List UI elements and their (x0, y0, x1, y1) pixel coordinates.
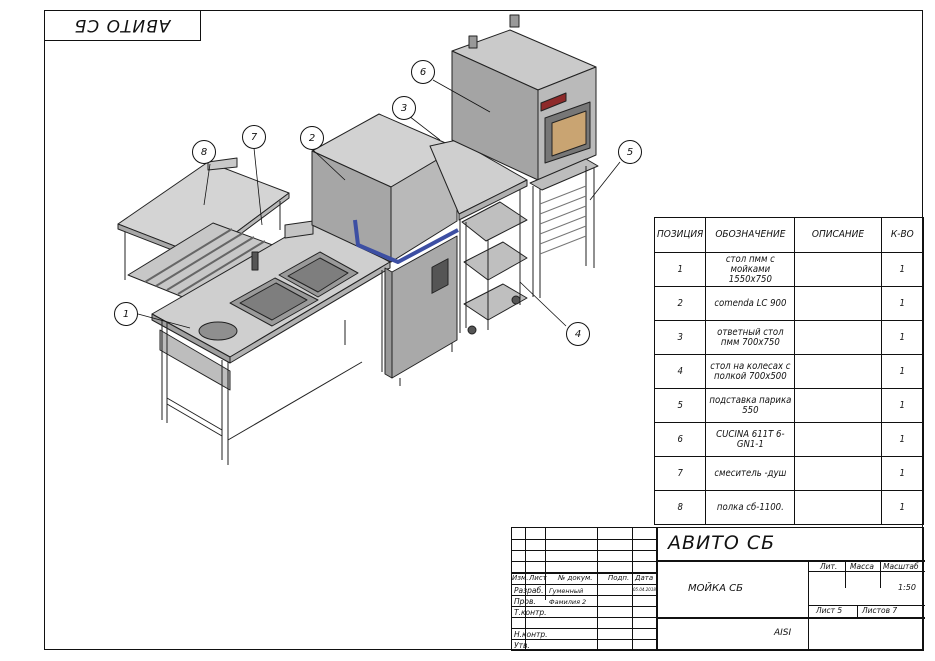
row-desc (794, 422, 882, 457)
row-pos: 7 (653, 456, 707, 491)
combi-oven-6 (451, 14, 597, 181)
row-pos: 2 (653, 286, 707, 321)
table-row: 3 ответный стол пмм 700х750 1 (653, 320, 925, 355)
row-name: стол на колесах с полкой 700х500 (705, 354, 796, 389)
row-qty: 1 (880, 422, 925, 457)
sink-table-1 (151, 220, 391, 465)
row-name: comenda LC 900 (705, 286, 796, 321)
scale-value: 1:50 (898, 583, 916, 592)
row-name: смеситель -душ (705, 456, 796, 491)
header-position: ПОЗИЦИЯ (653, 217, 707, 253)
spec-header-row: ПОЗИЦИЯ ОБОЗНАЧЕНИЕ ОПИСАНИЕ К-ВО (653, 217, 925, 253)
row-desc (794, 252, 882, 287)
role-utv: Утв. (514, 641, 530, 650)
role-prov: Пров. (514, 597, 536, 606)
part-name: МОЙКА СБ (688, 583, 743, 594)
oven-stand-5 (529, 158, 599, 298)
mass-label: Масса (850, 562, 874, 571)
row-qty: 1 (880, 388, 925, 423)
scale-label: Масштаб (883, 562, 919, 571)
row-qty: 1 (880, 490, 925, 525)
material: AISI (774, 628, 792, 638)
row-pos: 8 (653, 490, 707, 525)
row-pos: 1 (653, 252, 707, 287)
row-qty: 1 (880, 456, 925, 491)
table-row: 7 смеситель -душ 1 (653, 456, 925, 491)
row-name: стол пмм с мойками 1550х750 (705, 252, 796, 287)
row-name: ответный стол пмм 700х750 (705, 320, 796, 355)
role-nkontr: Н.контр. (514, 630, 548, 639)
row-qty: 1 (880, 286, 925, 321)
rotated-title-stamp: АВИТО СБ (44, 10, 201, 41)
table-row: 4 стол на колесах с полкой 700х500 1 (653, 354, 925, 389)
row-pos: 4 (653, 354, 707, 389)
col-date: Дата (635, 574, 654, 582)
row-name: CUCINA 611T 6-GN1-1 (705, 422, 796, 457)
table-row: 8 полка сб-1100. 1 (653, 490, 925, 525)
row-desc (794, 286, 882, 321)
title-block: АВИТО СБ МОЙКА СБ AISI Лит. Масса Масшта… (511, 527, 925, 651)
sheet-label: Лист 5 (816, 606, 843, 615)
row-pos: 3 (653, 320, 707, 355)
row-qty: 1 (880, 252, 925, 287)
row-desc (794, 456, 882, 491)
col-sign: Подп. (608, 574, 630, 582)
table-row: 2 comenda LC 900 1 (653, 286, 925, 321)
row-desc (794, 490, 882, 525)
row-pos: 6 (653, 422, 707, 457)
specification-table: ПОЗИЦИЯ ОБОЗНАЧЕНИЕ ОПИСАНИЕ К-ВО 1 стол… (653, 217, 925, 525)
wheeled-trolley-4 (461, 201, 528, 335)
header-description: ОПИСАНИЕ (794, 217, 882, 253)
col-izm: Изм. (512, 574, 529, 582)
name-prov: Фамилия 2 (549, 598, 587, 606)
role-razrab: Разраб. (514, 586, 544, 595)
row-name: подставка парика 550 (705, 388, 796, 423)
table-row: 6 CUCINA 611T 6-GN1-1 1 (653, 422, 925, 457)
col-doc: № докум. (558, 574, 593, 582)
dishwasher-2 (311, 113, 459, 386)
doc-title: АВИТО СБ (668, 532, 776, 554)
sheets-label: Листов 7 (862, 606, 898, 615)
row-desc (794, 388, 882, 423)
row-name: полка сб-1100. (705, 490, 796, 525)
leader-lines (137, 79, 621, 329)
row-pos: 5 (653, 388, 707, 423)
table-row: 1 стол пмм с мойками 1550х750 1 (653, 252, 925, 287)
row-qty: 1 (880, 354, 925, 389)
header-designation: ОБОЗНАЧЕНИЕ (705, 217, 796, 253)
name-razrab: Гуменный (549, 587, 584, 595)
lit-label: Лит. (820, 562, 838, 571)
row-qty: 1 (880, 320, 925, 355)
date-value: 05.04.2018 (633, 587, 656, 592)
col-list: Лист (529, 574, 547, 582)
row-desc (794, 320, 882, 355)
header-quantity: К-ВО (880, 217, 925, 253)
row-desc (794, 354, 882, 389)
role-tkontr: Т.контр. (514, 608, 547, 617)
table-row: 5 подставка парика 550 1 (653, 388, 925, 423)
